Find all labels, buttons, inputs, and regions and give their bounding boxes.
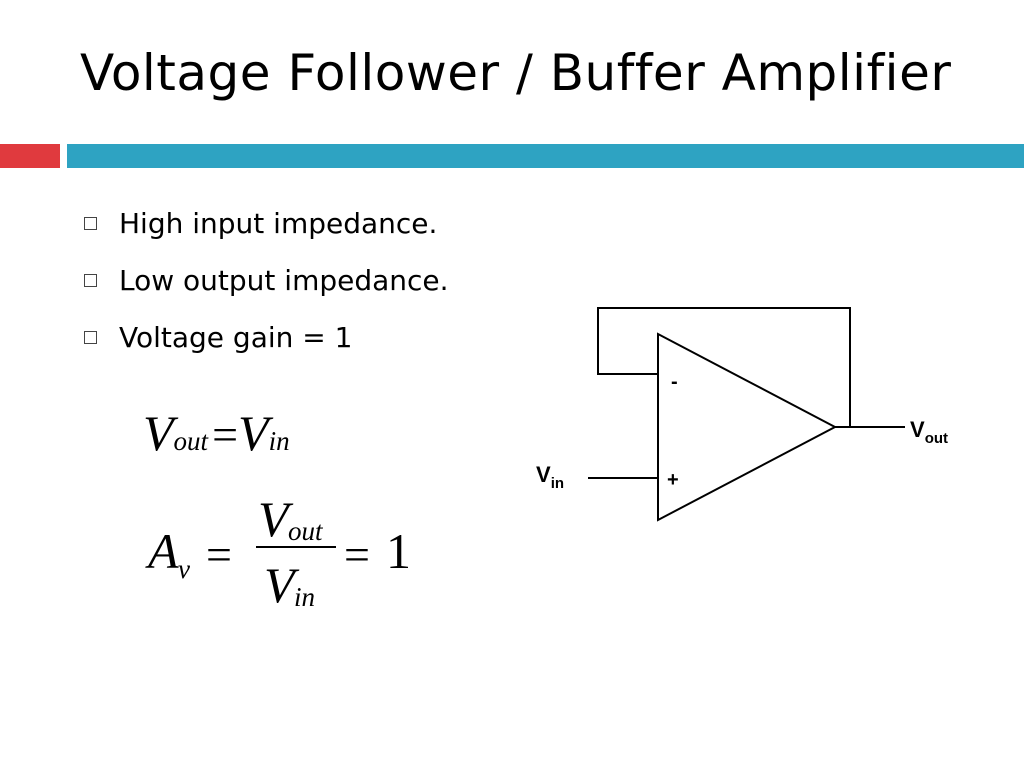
bullet-text: High input impedance.	[119, 207, 438, 240]
eq2-equals-2: =	[344, 529, 370, 580]
list-item: Voltage gain = 1	[80, 309, 449, 366]
square-bullet-icon	[84, 217, 97, 230]
eq2-den-v: V	[264, 557, 295, 613]
eq2-sub-v: v	[178, 554, 190, 584]
square-bullet-icon	[84, 331, 97, 344]
title-underline-red	[0, 144, 60, 168]
plus-label: +	[667, 469, 679, 491]
vin-label: Vin	[536, 462, 564, 492]
eq2-num-sub: out	[288, 516, 323, 546]
bullet-text: Low output impedance.	[119, 264, 449, 297]
bullet-text: Voltage gain = 1	[119, 321, 353, 354]
op-amp-triangle	[657, 332, 838, 522]
eq1-equals: =	[212, 409, 239, 460]
minus-label: -	[671, 371, 678, 393]
list-item: Low output impedance.	[80, 252, 449, 309]
eq1-sub-in: in	[268, 426, 290, 456]
eq1-v-out: V	[143, 405, 174, 461]
equation-vout-equals-vin: Vout =Vin	[143, 408, 290, 461]
equation-gain: A v = V out V in = 1	[148, 490, 428, 620]
list-item: High input impedance.	[80, 195, 449, 252]
fraction-bar	[256, 546, 336, 548]
eq2-result: 1	[386, 523, 411, 579]
eq1-sub-out: out	[173, 426, 209, 456]
vout-label: Vout	[910, 417, 948, 447]
eq2-den-sub: in	[294, 582, 316, 612]
eq2-num-v: V	[258, 491, 289, 547]
eq1-v-in: V	[238, 405, 269, 461]
square-bullet-icon	[84, 274, 97, 287]
title-underline-blue	[67, 144, 1024, 168]
eq2-equals: =	[206, 529, 232, 580]
feedback-wire	[597, 307, 851, 427]
slide-title: Voltage Follower / Buffer Amplifier	[80, 44, 952, 102]
bullet-list: High input impedance. Low output impedan…	[80, 195, 449, 366]
eq2-a: A	[148, 523, 179, 579]
